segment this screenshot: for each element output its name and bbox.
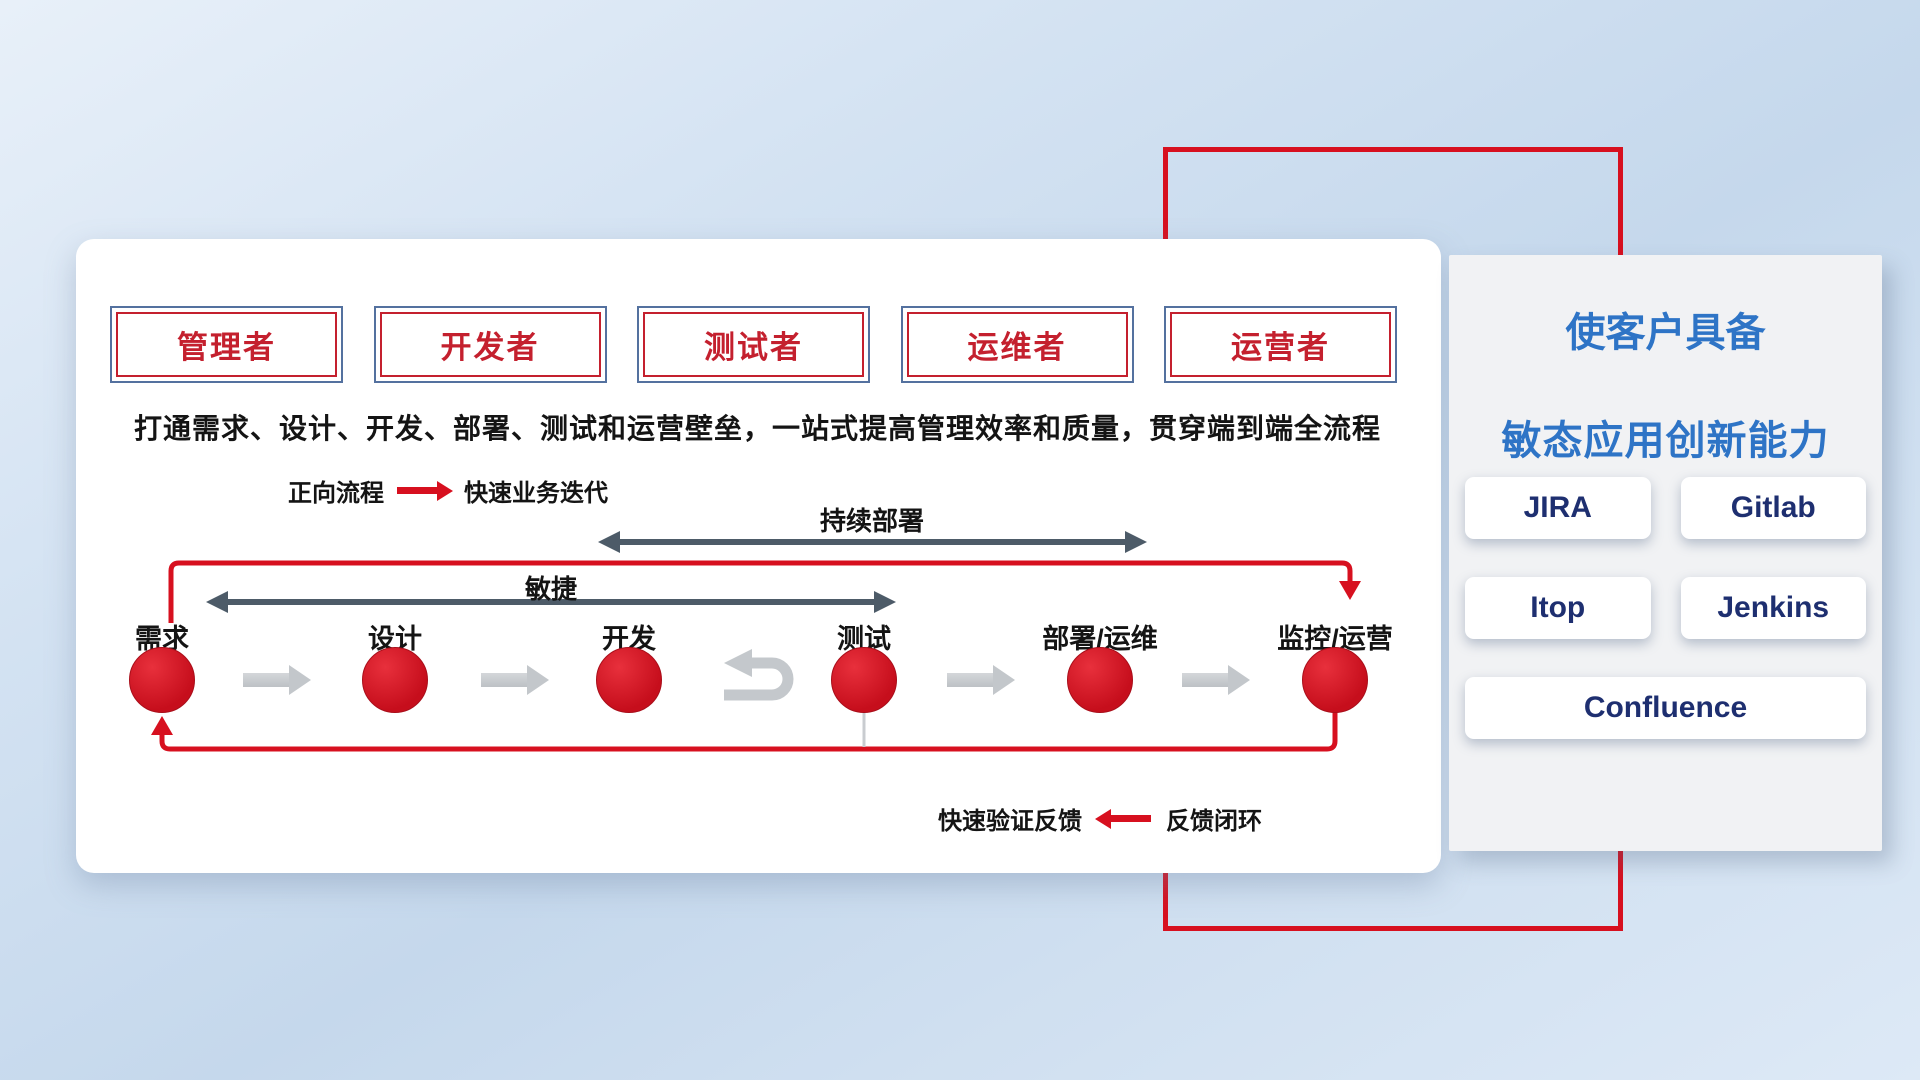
flow-arrow-icon	[947, 673, 993, 687]
devops-flow-card: 管理者 开发者 测试者 运维者 运营者	[76, 239, 1441, 873]
flow-diagram-svg	[151, 531, 1361, 752]
forward-legend-label: 正向流程	[288, 480, 384, 507]
iteration-loop-arrowhead-icon	[724, 649, 752, 677]
panel-title: 使客户具备 敏态应用创新能力	[1449, 300, 1882, 466]
capability-panel: 使客户具备 敏态应用创新能力 JIRA Gitlab Itop Jenkins …	[1449, 255, 1882, 851]
node-circle-monitor-operate	[1302, 647, 1368, 713]
agile-right-arrowhead-icon	[874, 591, 896, 613]
forward-legend: 正向流程 快速业务迭代	[288, 473, 608, 508]
node-circle-development	[596, 647, 662, 713]
panel-title-line2: 敏态应用创新能力	[1501, 419, 1830, 463]
feedback-arrow-icon	[1111, 815, 1151, 822]
node-circle-test	[831, 647, 897, 713]
role-label-ops: 运维者	[967, 330, 1067, 365]
role-box-inner: 运营者	[1170, 312, 1391, 377]
tool-chip-gitlab: Gitlab	[1680, 477, 1866, 539]
role-box-inner: 测试者	[643, 312, 864, 377]
role-box-ops: 运维者	[900, 306, 1134, 383]
feedback-loop-arrowhead-icon	[151, 716, 173, 735]
agile-left-arrowhead-icon	[206, 591, 228, 613]
role-label-manager: 管理者	[177, 330, 276, 365]
node-circle-requirements	[129, 647, 195, 713]
flow-arrow-icon	[1182, 673, 1228, 687]
role-box-manager: 管理者	[110, 306, 343, 383]
tool-chip-itop: Itop	[1465, 577, 1651, 639]
role-box-developer: 开发者	[373, 306, 607, 383]
role-box-inner: 管理者	[116, 312, 337, 377]
cd-label: 持续部署	[819, 506, 924, 536]
flow-arrow-icon	[243, 673, 289, 687]
role-label-operator: 运营者	[1231, 330, 1330, 365]
tools-grid: JIRA Gitlab Itop Jenkins Confluence	[1465, 477, 1866, 739]
role-label-tester: 测试者	[704, 330, 803, 365]
tool-chip-confluence: Confluence	[1465, 677, 1866, 739]
feedback-legend: 快速验证反馈 反馈闭环	[938, 801, 1262, 836]
forward-legend-value: 快速业务迭代	[464, 480, 608, 507]
cd-left-arrowhead-icon	[598, 531, 620, 553]
cd-right-arrowhead-icon	[1125, 531, 1147, 553]
agile-label: 敏捷	[524, 574, 577, 604]
forward-arrow-icon	[397, 487, 437, 494]
roles-row: 管理者 开发者 测试者 运维者 运营者	[110, 306, 1397, 383]
forward-loop-line	[168, 560, 1353, 623]
tool-chip-jenkins: Jenkins	[1680, 577, 1866, 639]
headline-text: 打通需求、设计、开发、部署、测试和运营壁垒，一站式提高管理效率和质量，贯穿端到端…	[134, 413, 1382, 444]
role-box-inner: 开发者	[379, 312, 601, 377]
node-circle-design	[362, 647, 428, 713]
feedback-legend-label: 快速验证反馈	[938, 808, 1082, 835]
iteration-loop-icon	[724, 657, 794, 701]
node-circle-deploy-ops	[1067, 647, 1133, 713]
role-box-operator: 运营者	[1164, 306, 1397, 383]
role-box-inner: 运维者	[906, 312, 1128, 377]
flow-arrow-icon	[481, 673, 527, 687]
forward-loop-arrowhead-icon	[1339, 581, 1361, 600]
role-label-developer: 开发者	[440, 330, 540, 365]
role-box-tester: 测试者	[637, 306, 870, 383]
tool-chip-jira: JIRA	[1465, 477, 1651, 539]
panel-title-line1: 使客户具备	[1565, 311, 1766, 355]
feedback-legend-value: 反馈闭环	[1166, 808, 1262, 835]
feedback-loop-line	[159, 709, 1338, 752]
